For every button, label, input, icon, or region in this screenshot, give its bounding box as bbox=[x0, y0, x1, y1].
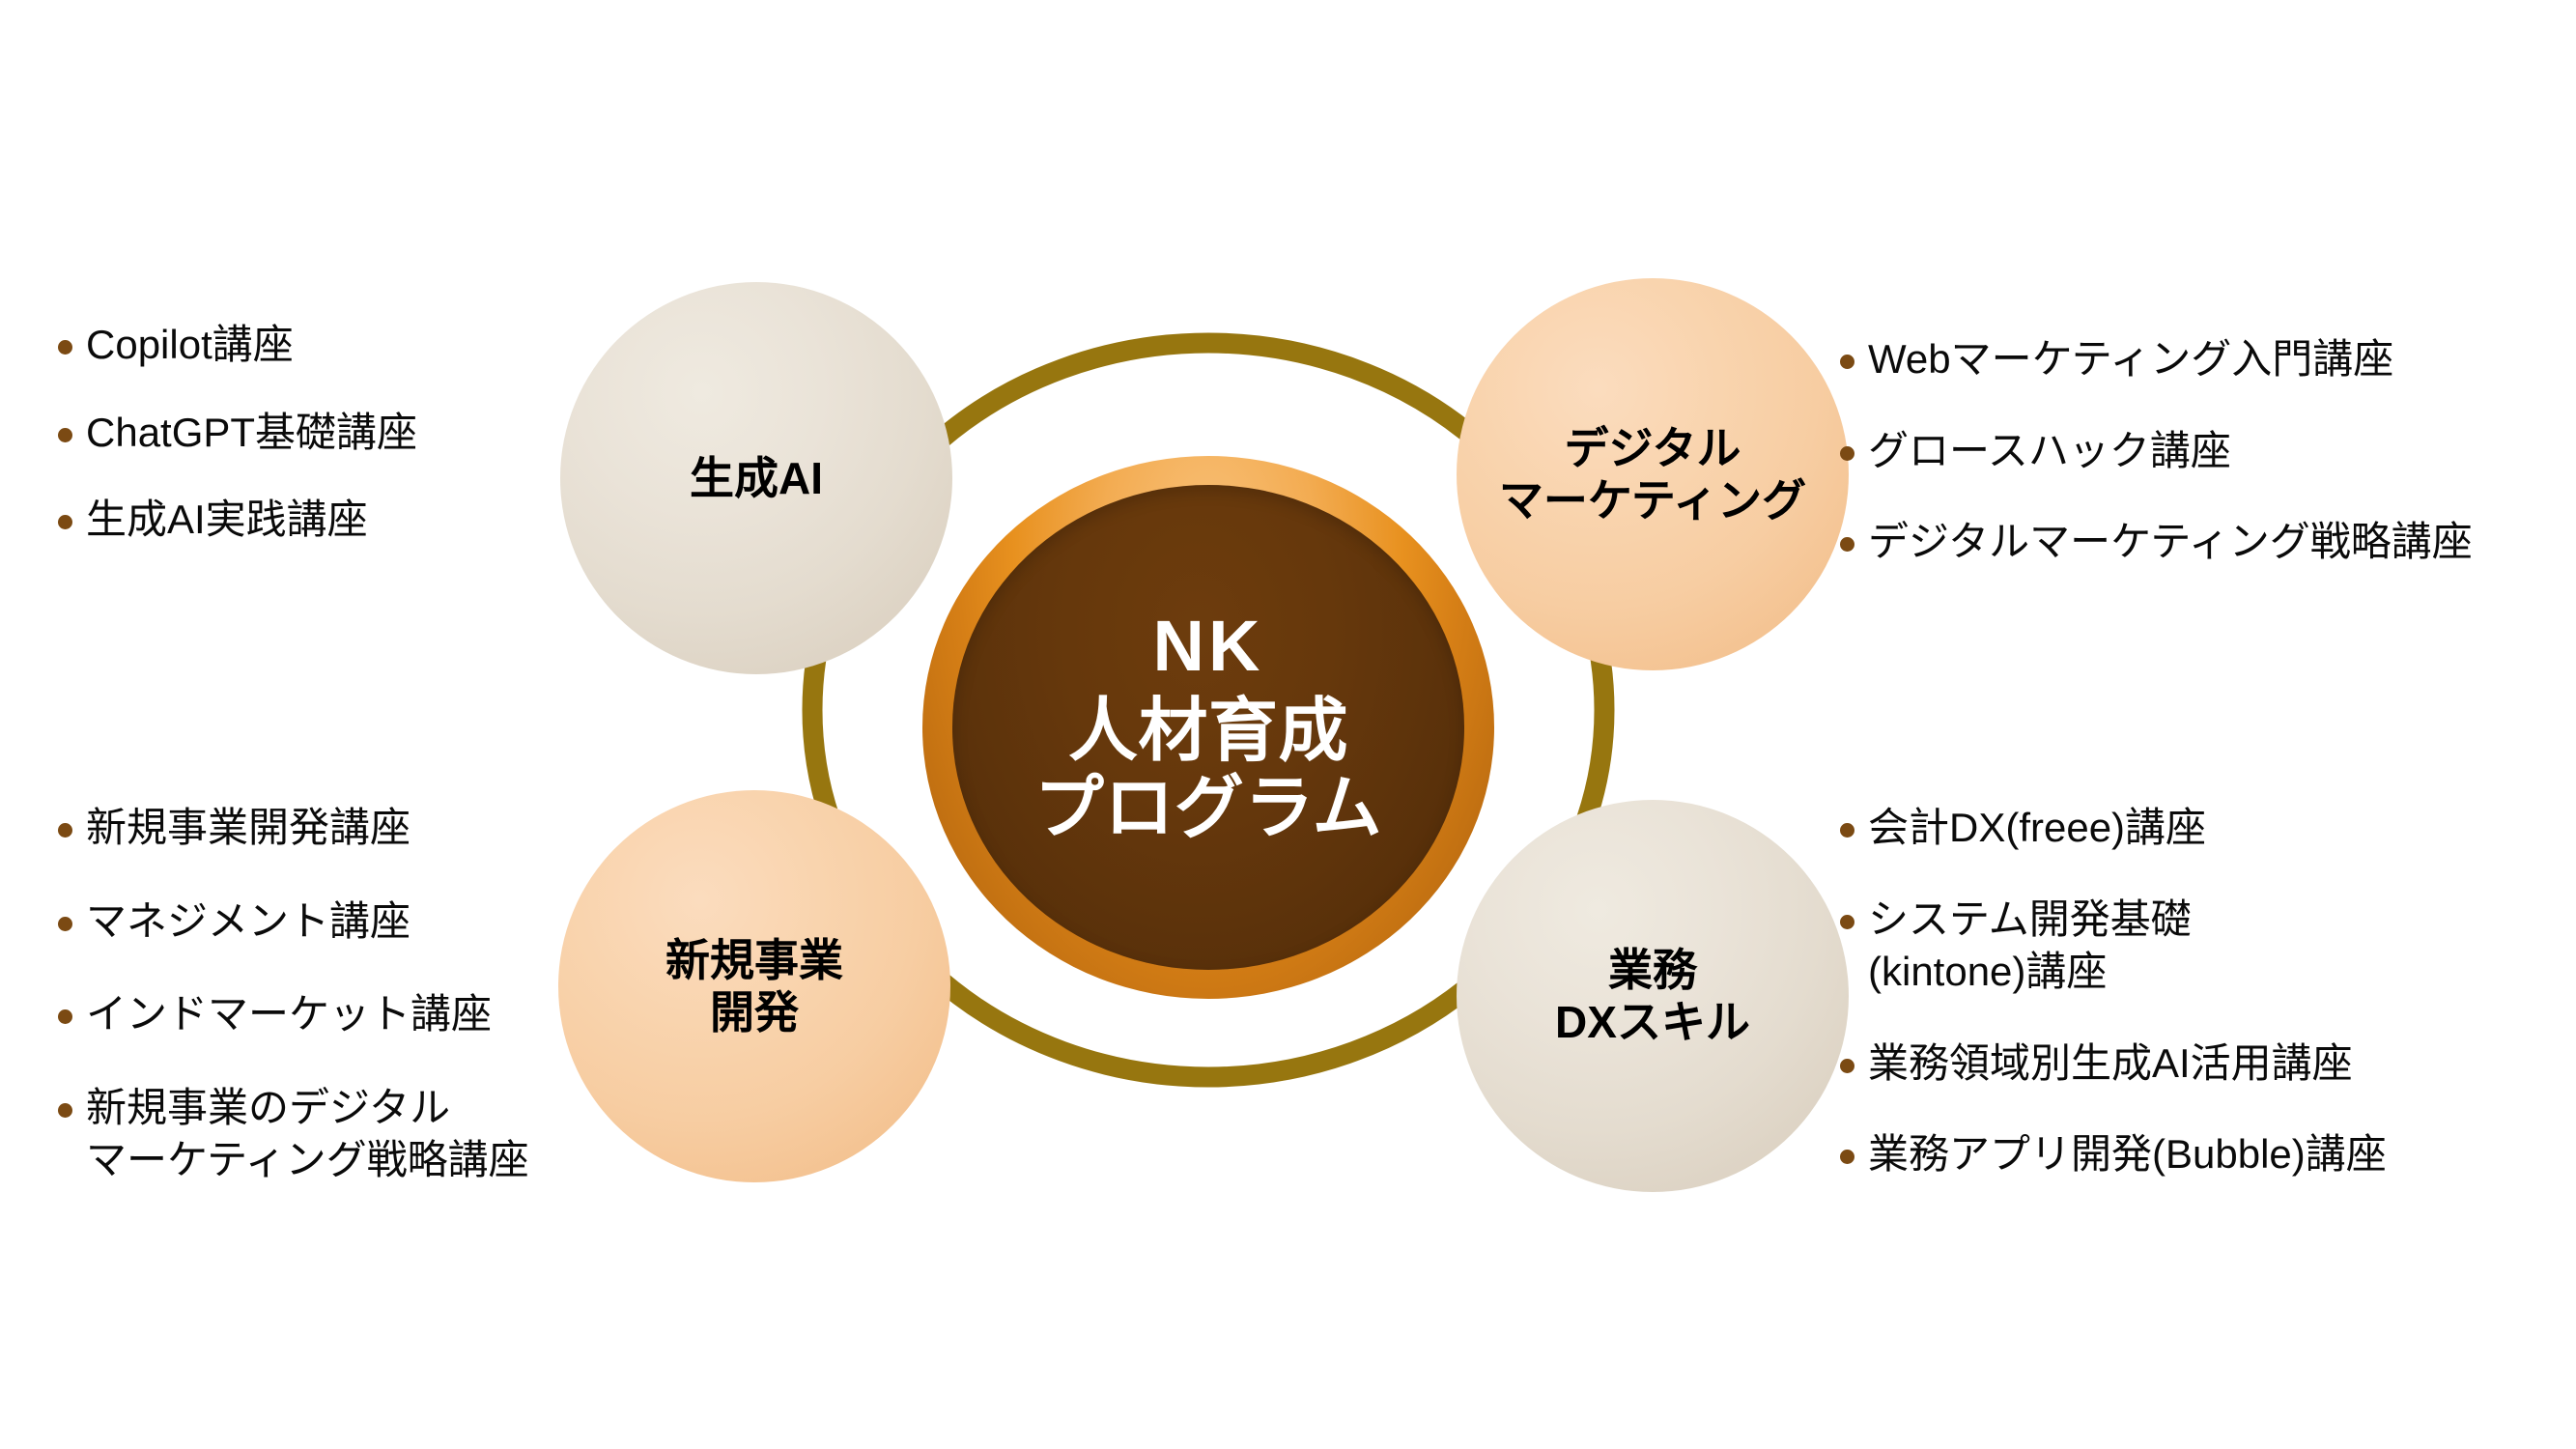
center-hub[interactable]: NK 人材育成 プログラム bbox=[922, 456, 1494, 999]
bullet-dot-icon bbox=[1840, 355, 1854, 369]
list-item: システム開発基礎 (kintone)講座 bbox=[1840, 894, 2555, 999]
list-item-label: インドマーケット講座 bbox=[86, 991, 493, 1037]
list-item-label: 生成AI実践講座 bbox=[86, 497, 368, 543]
list-item-label: グロースハック講座 bbox=[1868, 427, 2231, 473]
bullet-dot-icon bbox=[1840, 914, 1854, 929]
list-item-label: Copilot講座 bbox=[86, 322, 294, 367]
hub-title-line-3: プログラム bbox=[1033, 770, 1383, 848]
course-list-dx-skill: 会計DX(freee)講座 システム開発基礎 (kintone)講座 業務領域別… bbox=[1840, 802, 2555, 1220]
list-item: デジタルマーケティング戦略講座 bbox=[1840, 516, 2555, 569]
list-item: マネジメント講座 bbox=[58, 895, 676, 949]
hub-title-line-2: 人材育成 bbox=[1067, 692, 1348, 770]
list-item-label: デジタルマーケティング戦略講座 bbox=[1868, 519, 2473, 565]
node-digital-marketing-label: デジタル マーケティング bbox=[1498, 422, 1807, 526]
bullet-dot-icon bbox=[58, 1102, 72, 1118]
bullet-dot-icon bbox=[1840, 1058, 1854, 1073]
list-item: 業務領域別生成AI活用講座 bbox=[1840, 1037, 2555, 1091]
list-item: インドマーケット講座 bbox=[58, 988, 676, 1041]
list-item: 新規事業のデジタル マーケティング戦略講座 bbox=[58, 1082, 676, 1187]
center-hub-inner: NK 人材育成 プログラム bbox=[951, 485, 1465, 970]
list-item-label: Webマーケティング入門講座 bbox=[1868, 336, 2394, 382]
list-item: Webマーケティング入門講座 bbox=[1840, 333, 2555, 386]
list-item-label: 業務アプリ開発(Bubble)講座 bbox=[1868, 1131, 2387, 1178]
node-gen-ai[interactable]: 生成AI bbox=[560, 282, 952, 674]
list-item-label: マネジメント講座 bbox=[86, 897, 411, 944]
list-item: Copilot講座 bbox=[58, 319, 618, 372]
bullet-dot-icon bbox=[58, 823, 72, 838]
list-item-label: 新規事業のデジタル マーケティング戦略講座 bbox=[86, 1084, 529, 1183]
bullet-dot-icon bbox=[1840, 823, 1854, 838]
list-item-label: 会計DX(freee)講座 bbox=[1868, 805, 2207, 850]
bullet-dot-icon bbox=[58, 916, 72, 931]
list-item: 業務アプリ開発(Bubble)講座 bbox=[1840, 1128, 2555, 1181]
list-item-label: 業務領域別生成AI活用講座 bbox=[1868, 1039, 2353, 1086]
list-item-label: ChatGPT基礎講座 bbox=[86, 409, 418, 455]
node-dx-skill-label: 業務 DXスキル bbox=[1555, 944, 1750, 1047]
course-list-digital-marketing: Webマーケティング入門講座 グロースハック講座 デジタルマーケティング戦略講座 bbox=[1840, 333, 2555, 608]
node-gen-ai-label: 生成AI bbox=[690, 452, 823, 503]
bullet-dot-icon bbox=[1840, 537, 1854, 553]
bullet-dot-icon bbox=[58, 340, 72, 355]
list-item: グロースハック講座 bbox=[1840, 425, 2555, 478]
list-item-label: 新規事業開発講座 bbox=[86, 805, 411, 850]
list-item: 新規事業開発講座 bbox=[58, 802, 676, 855]
node-dx-skill[interactable]: 業務 DXスキル bbox=[1457, 800, 1849, 1192]
bullet-dot-icon bbox=[58, 427, 72, 442]
bullet-dot-icon bbox=[58, 515, 72, 530]
course-list-new-business: 新規事業開発講座 マネジメント講座 インドマーケット講座 新規事業のデジタル マ… bbox=[58, 802, 676, 1228]
bullet-dot-icon bbox=[1840, 445, 1854, 461]
bullet-dot-icon bbox=[58, 1009, 72, 1025]
list-item-label: システム開発基礎 (kintone)講座 bbox=[1868, 895, 2192, 995]
list-item: ChatGPT基礎講座 bbox=[58, 407, 618, 460]
list-item: 会計DX(freee)講座 bbox=[1840, 802, 2555, 855]
hub-title-line-1: NK bbox=[1152, 605, 1264, 686]
course-list-gen-ai: Copilot講座 ChatGPT基礎講座 生成AI実践講座 bbox=[58, 319, 618, 582]
list-item: 生成AI実践講座 bbox=[58, 494, 618, 547]
bullet-dot-icon bbox=[1840, 1150, 1854, 1165]
node-new-business-label: 新規事業 開発 bbox=[665, 934, 843, 1037]
node-digital-marketing[interactable]: デジタル マーケティング bbox=[1457, 278, 1849, 670]
